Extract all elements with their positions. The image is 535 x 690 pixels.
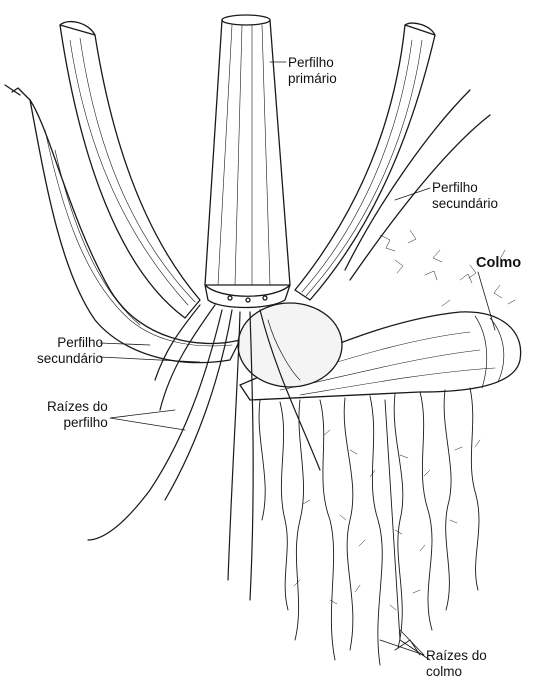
label-raizes-colmo-line1: Raízes do: [426, 648, 487, 664]
label-raizes-perfilho-line1: Raízes do: [47, 399, 108, 415]
label-raizes-colmo-line2: colmo: [426, 664, 487, 680]
label-raizes-colmo: Raízes do colmo: [426, 648, 487, 680]
leader-raizes-perfilho: [110, 410, 185, 430]
label-perfilho-primario: Perfilho primário: [288, 55, 337, 87]
label-perfilho-secundario-right-line2: secundário: [432, 196, 498, 212]
root-hairs: [294, 230, 515, 610]
leader-perfilho-secundario-right: [395, 188, 430, 200]
label-perfilho-primario-line2: primário: [288, 71, 337, 87]
label-perfilho-primario-line1: Perfilho: [288, 55, 337, 71]
label-raizes-perfilho-line2: perfilho: [47, 415, 108, 431]
label-perfilho-secundario-right: Perfilho secundário: [432, 180, 498, 212]
label-perfilho-secundario-right-line1: Perfilho: [432, 180, 498, 196]
perfilho-secundario-left-shape: [5, 22, 240, 363]
colmo-roots: [259, 388, 479, 665]
label-raizes-perfilho: Raízes do perfilho: [47, 399, 108, 431]
perfilho-primario-shape: [205, 15, 290, 308]
label-perfilho-secundario-left-line2: secundário: [37, 351, 103, 367]
label-perfilho-secundario-left-line1: Perfilho: [37, 335, 103, 351]
label-perfilho-secundario-left: Perfilho secundário: [37, 335, 103, 367]
bulb-shape: [238, 303, 342, 387]
label-colmo: Colmo: [476, 255, 521, 271]
